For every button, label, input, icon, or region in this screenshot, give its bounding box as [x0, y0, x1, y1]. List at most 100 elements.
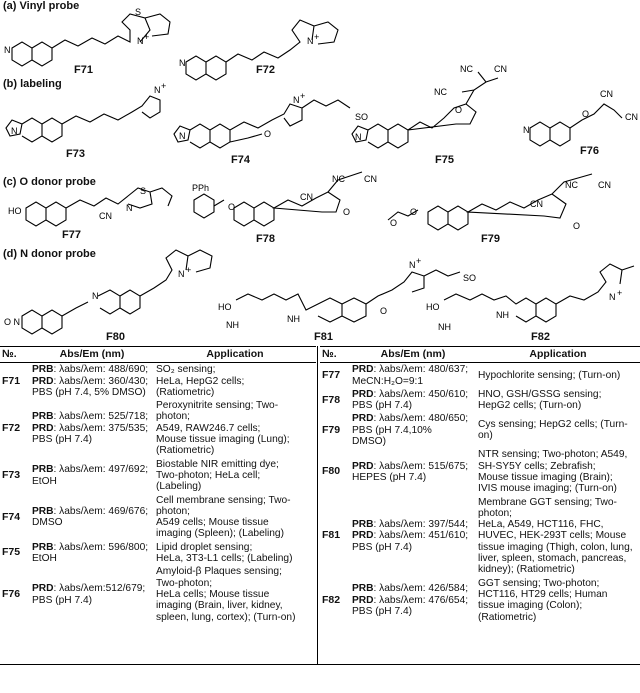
application-line: tissue imaging (Colon);: [478, 600, 583, 612]
svg-text:+: +: [416, 256, 421, 266]
structure-f81: HO NH NH O N + SO: [218, 256, 476, 330]
application-line: A549, RAW246.7 cells;: [156, 422, 261, 434]
abs-em-line: PBS (pH 7.4): [32, 594, 93, 606]
svg-text:O N: O N: [4, 317, 20, 327]
svg-text:O: O: [264, 129, 271, 139]
section-label-labeling: (b) labeling: [3, 78, 62, 90]
row-abs-em: PRD: λabs/λem: 480/650;PBS (pH 7.4,10%DM…: [350, 412, 476, 448]
abs-em-line: PRB: λabs/λem: 426/584;: [352, 583, 469, 595]
svg-text:+: +: [300, 91, 305, 101]
row-application: Cell membrane sensing; Two-photon;A549 c…: [154, 494, 316, 541]
row-abs-em: PRB: λabs/λem: 596/800;EtOH: [30, 541, 154, 566]
svg-text:NC: NC: [460, 64, 473, 74]
application-line: Membrane GGT sensing; Two-: [478, 496, 617, 508]
application-line: HeLa, A549, HCT116, FHC,: [478, 519, 604, 531]
structure-f76: N O CN CN: [523, 89, 638, 135]
row-application: Hypochlorite sensing; (Turn-on): [476, 363, 640, 388]
structure-f74: N N + SO O: [179, 91, 368, 141]
abs-em-line: PRD: λabs/λem: 360/430;: [32, 375, 149, 387]
svg-text:+: +: [144, 32, 149, 42]
svg-text:SO: SO: [463, 273, 476, 283]
svg-text:O: O: [380, 306, 387, 316]
abs-em-line: HEPES (pH 7.4): [352, 471, 427, 483]
abs-em-line: PBS (pH 7.4): [352, 541, 413, 553]
application-line: Biostable NIR emitting dye;: [156, 458, 279, 470]
svg-text:O: O: [455, 105, 462, 115]
svg-text:NC: NC: [332, 174, 345, 184]
col-header-abs-em: Abs/Em (nm): [30, 345, 154, 364]
section-label-n-donor: (d) N donor probe: [3, 248, 96, 260]
svg-text:N: N: [609, 292, 616, 302]
svg-text:NH: NH: [496, 310, 509, 320]
abs-em-line: PRD: λabs/λem: 515/675;: [352, 460, 469, 472]
application-line: (Ratiometric): [156, 445, 215, 457]
application-line: HepG2 cells; (Turn-on): [478, 400, 582, 412]
col-header-no: №.: [320, 345, 350, 364]
row-application: Lipid droplet sensing;HeLa, 3T3-L1 cells…: [154, 541, 316, 566]
application-line: Cys sensing; HepG2 cells; (Turn-: [478, 419, 628, 431]
compound-id-f81: F81: [314, 331, 333, 343]
structure-f73: N N +: [11, 81, 166, 136]
svg-text:N: N: [126, 203, 133, 213]
row-application: SO₂ sensing;HeLa, HepG2 cells;(Ratiometr…: [154, 363, 316, 399]
col-header-no: №.: [0, 345, 30, 364]
svg-text:O: O: [390, 218, 397, 228]
application-line: (Ratiometric): [478, 611, 537, 623]
abs-em-line: PRD: λabs/λem: 450/610;: [352, 388, 469, 400]
application-line: Amyloid-β Plaques sensing;: [156, 566, 282, 578]
svg-text:N: N: [4, 45, 11, 55]
application-line: Two-photon;: [156, 577, 213, 589]
application-line: on): [478, 430, 493, 442]
compound-id-f75: F75: [435, 154, 454, 166]
abs-em-line: PBS (pH 7.4, 5% DMSO): [32, 386, 146, 398]
row-abs-em: PRB: λabs/λem: 426/584;PRD: λabs/λem: 47…: [350, 577, 476, 624]
abs-em-line: PRB: λabs/λem: 596/800;: [32, 541, 149, 553]
compound-id-f72: F72: [256, 64, 275, 76]
svg-text:O: O: [582, 109, 589, 119]
abs-em-line: PRD: λabs/λem:512/679;: [32, 583, 146, 595]
svg-text:CN: CN: [600, 89, 613, 99]
compound-id-f76: F76: [580, 145, 599, 157]
structure-f72: N N +: [179, 32, 319, 68]
abs-em-line: DMSO): [352, 436, 386, 448]
row-compound-id: F71: [2, 374, 21, 387]
svg-text:N: N: [154, 85, 161, 95]
svg-text:N: N: [178, 269, 185, 279]
svg-text:N: N: [523, 125, 530, 135]
application-line: kidney); (Ratiometric): [478, 564, 575, 576]
abs-em-line: EtOH: [32, 553, 57, 565]
application-line: tissue imaging (Thigh, colon, lung,: [478, 541, 633, 553]
application-line: NTR sensing; Two-photon; A549,: [478, 449, 628, 461]
row-abs-em: PRB: λabs/λem: 488/690;PRD: λabs/λem: 36…: [30, 363, 154, 399]
svg-text:O: O: [228, 202, 235, 212]
section-label-o-donor: (c) O donor probe: [3, 176, 96, 188]
row-compound-id: F73: [2, 468, 21, 481]
application-line: HNO, GSH/GSSG sensing;: [478, 388, 602, 400]
svg-text:+: +: [161, 81, 166, 91]
abs-em-line: PBS (pH 7.4): [352, 400, 413, 412]
row-compound-id: F81: [322, 529, 341, 542]
section-label-vinyl: (a) Vinyl probe: [3, 0, 80, 12]
application-line: photon;: [478, 507, 512, 519]
application-line: liver, spleen, stomach, pancreas,: [478, 553, 627, 565]
svg-text:CN: CN: [99, 211, 112, 221]
abs-em-line: PRD: λabs/λem: 476/654;: [352, 594, 469, 606]
compound-id-f71: F71: [74, 64, 93, 76]
application-line: imaging (Brain, liver, kidney,: [156, 600, 283, 612]
application-line: Mouse tissue imaging (Brain);: [478, 471, 613, 483]
compound-id-f79: F79: [481, 233, 500, 245]
application-line: Peroxynitrite sensing; Two-: [156, 400, 279, 412]
row-application: Membrane GGT sensing; Two-photon;HeLa, A…: [476, 496, 640, 577]
row-abs-em: PRB: λabs/λem: 469/676;DMSO: [30, 494, 154, 541]
abs-em-line: PRB: λabs/λem: 525/718;: [32, 411, 149, 423]
row-application: Amyloid-β Plaques sensing;Two-photon;HeL…: [154, 565, 316, 623]
compound-id-f77: F77: [62, 229, 81, 241]
svg-text:N: N: [307, 36, 314, 46]
table-divider: [317, 346, 318, 664]
